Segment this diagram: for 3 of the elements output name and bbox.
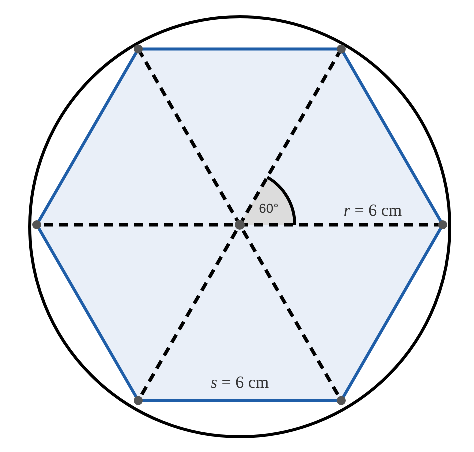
measurement-label: r = 6 cm bbox=[342, 200, 404, 222]
angle-label: 60° bbox=[258, 200, 280, 218]
measurement-label: s = 6 cm bbox=[210, 372, 270, 394]
